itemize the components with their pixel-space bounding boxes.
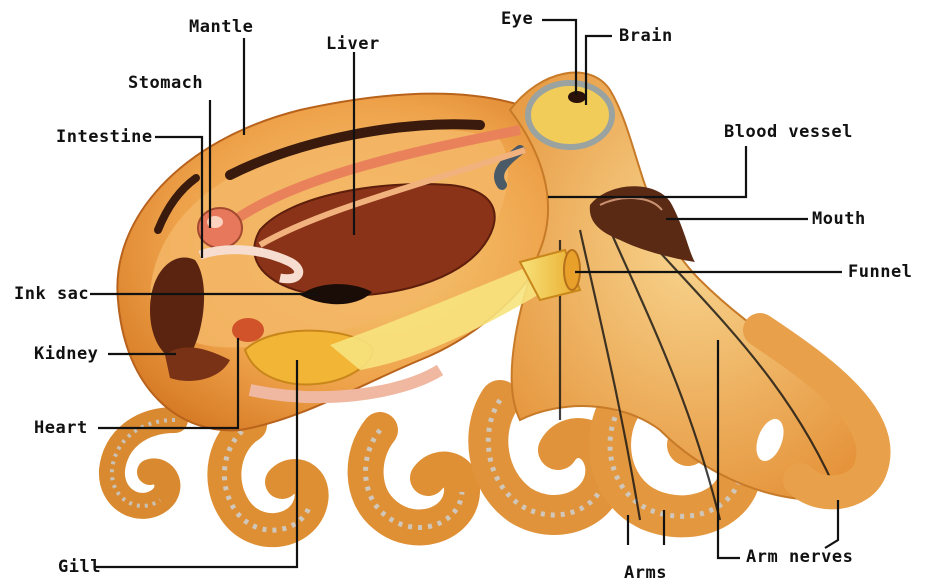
label-intestine: Intestine [56,127,153,147]
label-gill: Gill [58,557,101,577]
eye-region [528,83,612,147]
label-blood-vessel: Blood vessel [724,122,853,142]
label-funnel: Funnel [848,262,912,282]
label-ink-sac: Ink sac [14,284,89,304]
label-brain: Brain [619,26,673,46]
label-mouth: Mouth [812,209,866,229]
label-mantle: Mantle [189,17,253,37]
label-stomach: Stomach [128,73,203,93]
label-heart: Heart [34,418,88,438]
label-liver: Liver [326,34,380,54]
label-eye: Eye [501,9,533,29]
label-arms: Arms [624,563,667,583]
stomach-shape [198,208,242,248]
label-arm-nerves: Arm nerves [746,547,853,567]
heart-shape [232,318,264,342]
label-kidney: Kidney [34,344,98,364]
